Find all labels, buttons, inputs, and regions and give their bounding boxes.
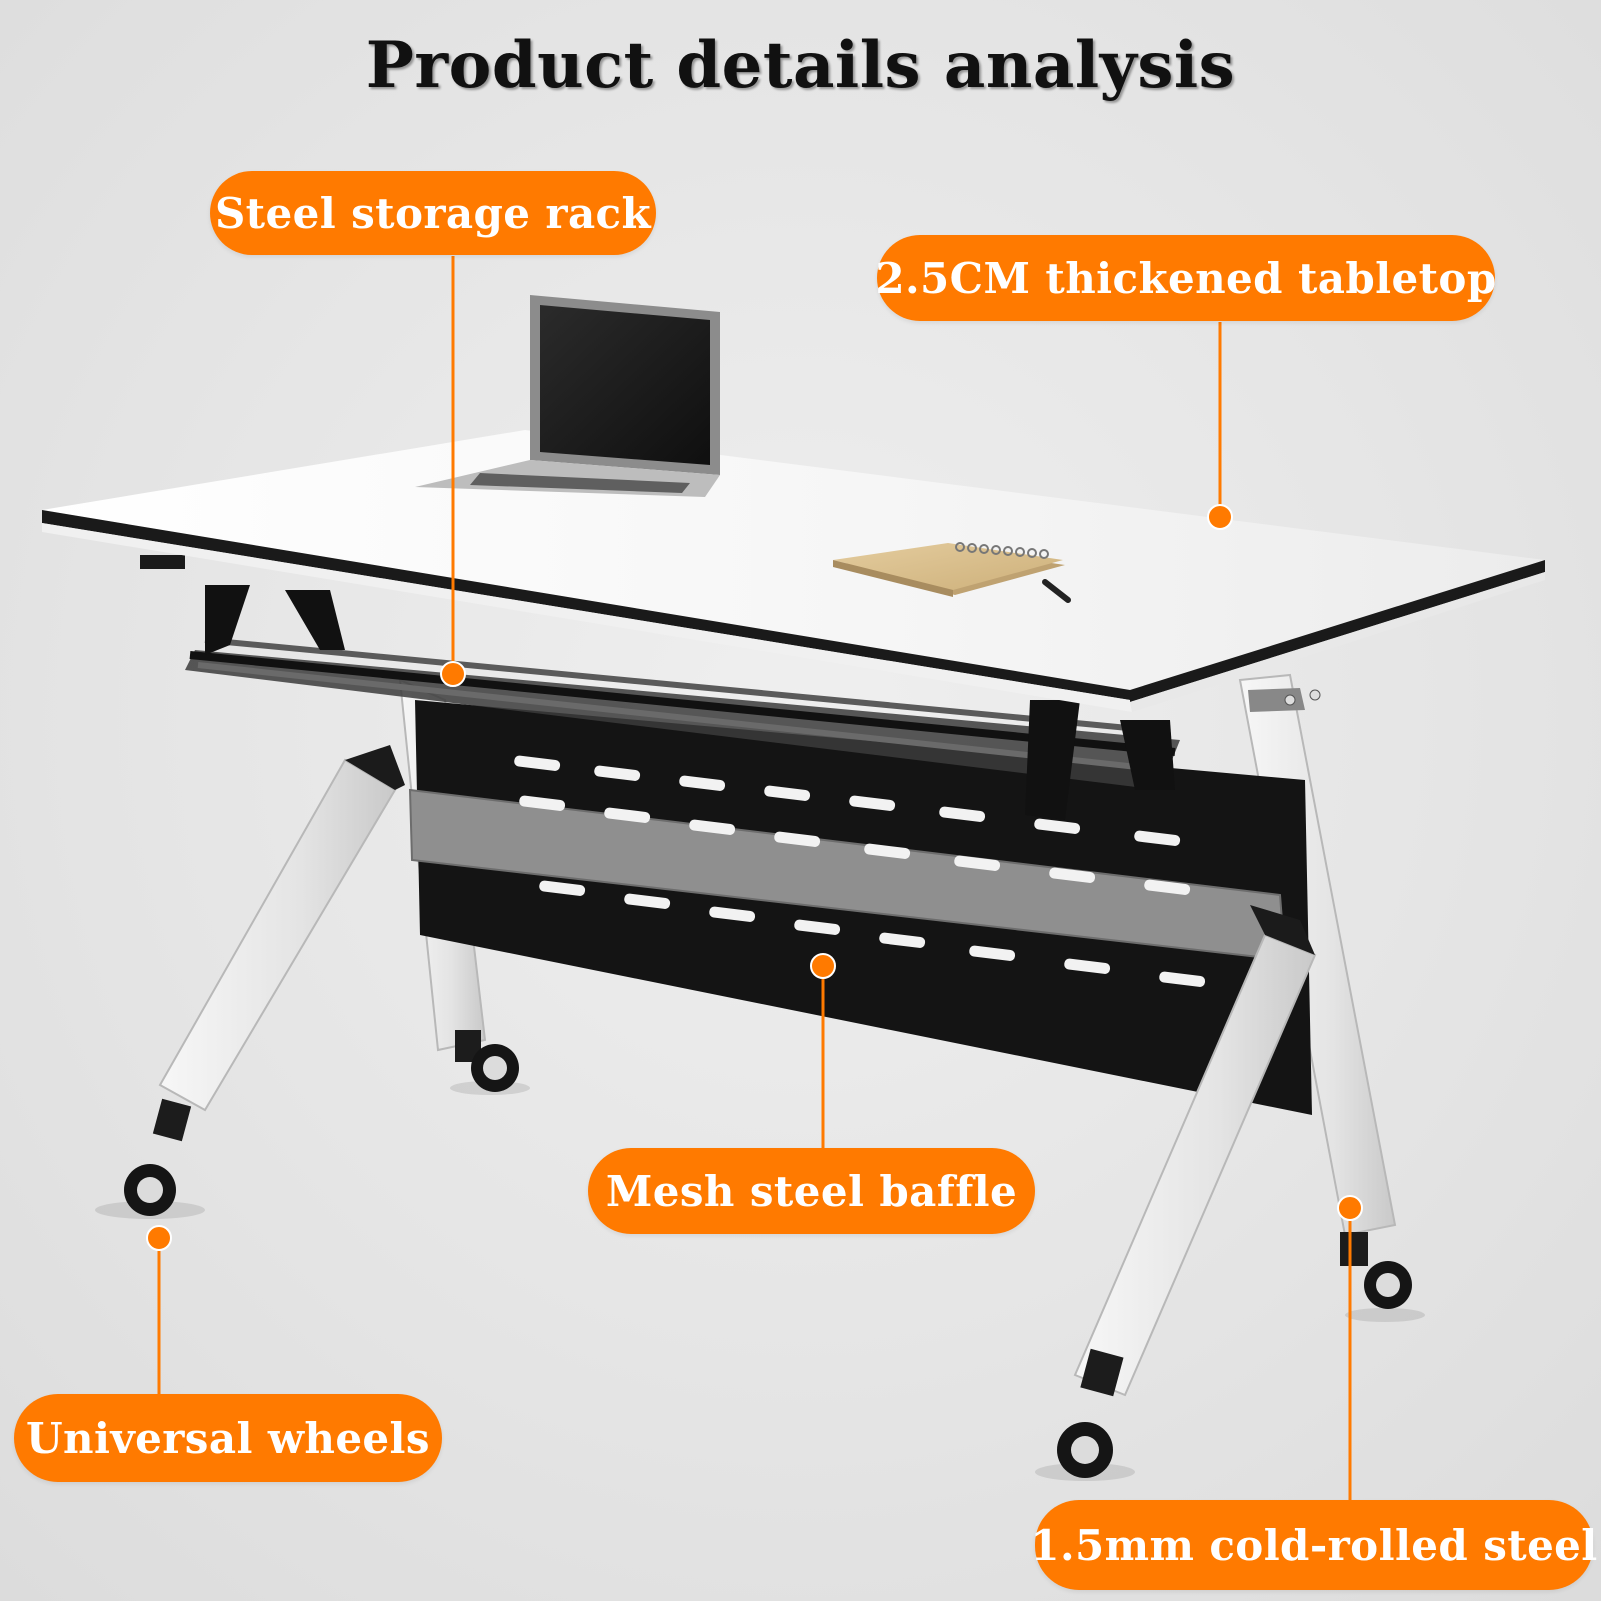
pen-icon [1042,579,1071,603]
callout-leader-lines [157,256,1352,1500]
storage-rack-marker [440,661,466,687]
mesh-steel-baffle-label: Mesh steel baffle [588,1148,1035,1234]
tabletop [42,430,1545,712]
wheels-marker [146,1225,172,1251]
front-right-leg [1057,905,1317,1478]
page-title: Product details analysis [365,28,1236,103]
steel-storage-rack-label: Steel storage rack [210,171,656,255]
front-left-leg [124,745,405,1216]
laptop-icon [415,295,720,497]
notebook-icon [833,542,1065,597]
cold-rolled-steel-label: 1.5mm cold-rolled steel [1030,1500,1597,1590]
steel-storage-rack [140,555,1180,820]
universal-wheels-label: Universal wheels [14,1394,442,1482]
mesh-steel-baffle [408,700,1312,1115]
thickened-tabletop-label: 2.5CM thickened tabletop [875,235,1496,321]
tabletop-marker [1207,504,1233,530]
steel-marker [1337,1195,1363,1221]
baffle-marker [810,953,836,979]
callout-dots [146,504,1363,1251]
